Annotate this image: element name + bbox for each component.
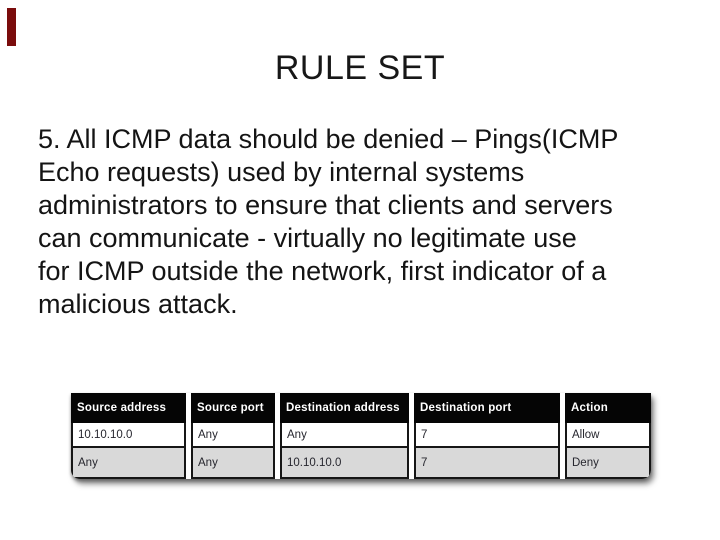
table-cell: Allow: [565, 423, 651, 448]
table-cell: Deny: [565, 448, 651, 479]
table-cell: 10.10.10.0: [71, 423, 186, 448]
table-cell: 7: [414, 448, 560, 479]
slide-body-text: 5. All ICMP data should be denied – Ping…: [38, 124, 619, 319]
slide-title: RULE SET: [274, 49, 446, 87]
table-header-cell: Destination address: [280, 393, 409, 423]
table-cell: 7: [414, 423, 560, 448]
table-cell: 10.10.10.0: [280, 448, 409, 479]
table-cell: Any: [71, 448, 186, 479]
table-cell: Any: [191, 448, 275, 479]
table-header-cell: Destination port: [414, 393, 560, 423]
table-cell: Any: [280, 423, 409, 448]
red-marker: [7, 8, 16, 46]
table-header-cell: Source port: [191, 393, 275, 423]
table-cell: Any: [191, 423, 275, 448]
table-header-cell: Action: [565, 393, 651, 423]
table-header-cell: Source address: [71, 393, 186, 423]
